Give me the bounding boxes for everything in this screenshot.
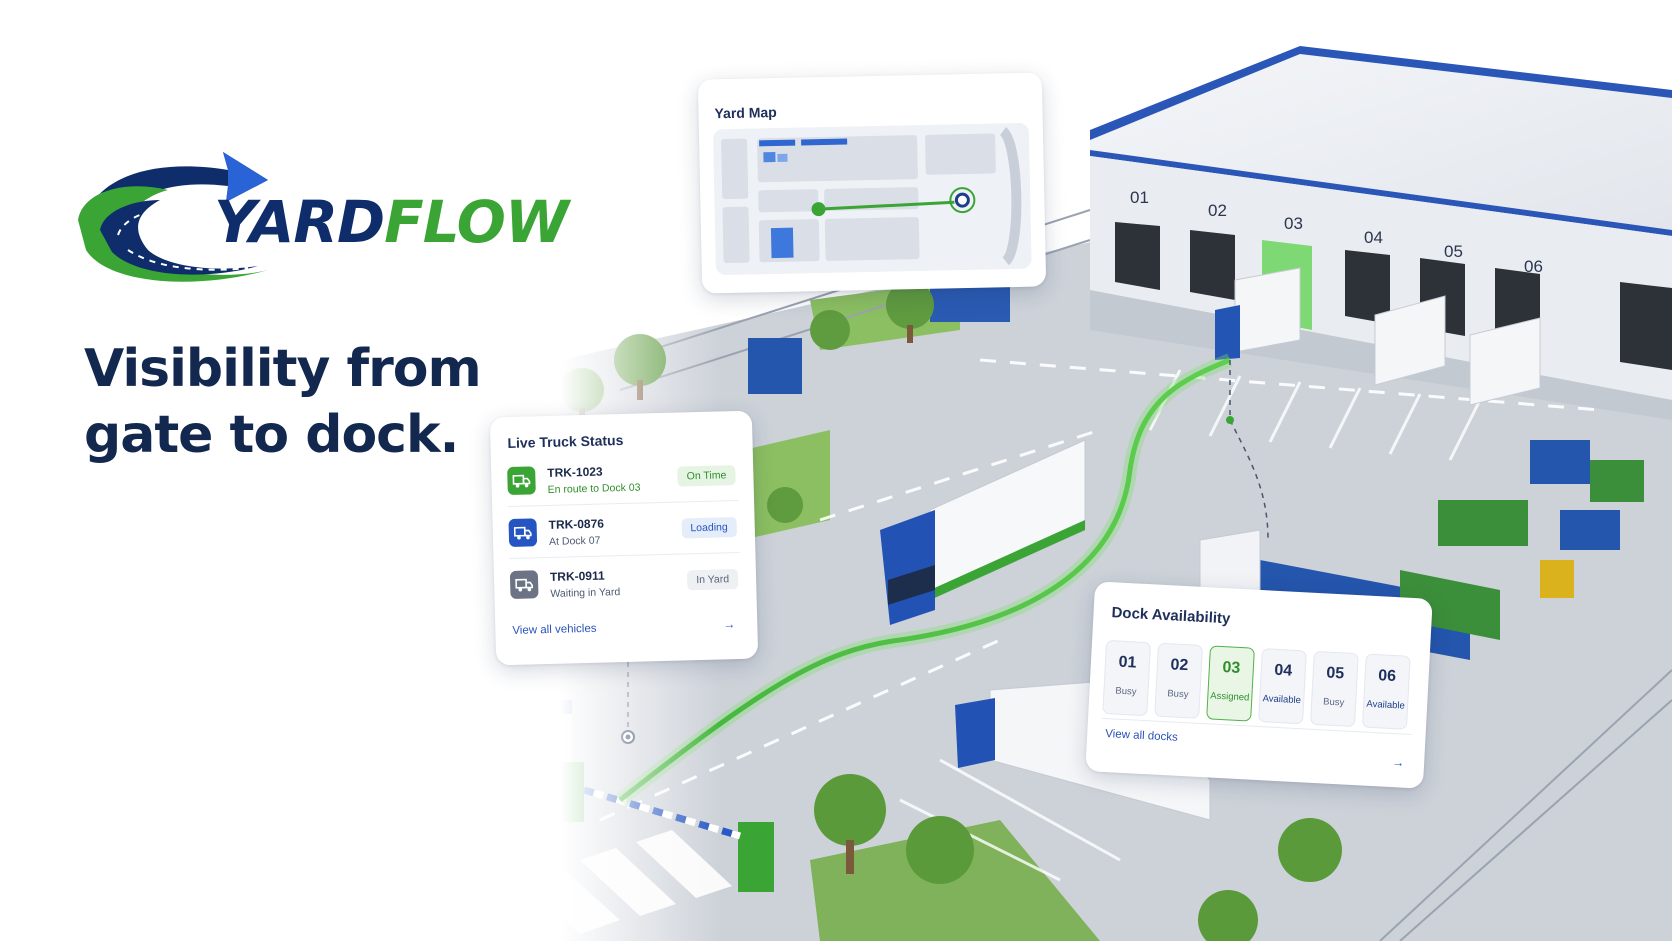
- dock-cell-06[interactable]: 06 Available: [1361, 653, 1411, 730]
- brand-word-yard: YARD: [214, 188, 385, 256]
- truck-icon: [507, 466, 536, 496]
- truck-icon: [509, 570, 539, 599]
- brand-word-flow: FLOW: [384, 188, 569, 256]
- dock-status: Busy: [1167, 688, 1189, 701]
- truck-location: At Dock 07: [548, 534, 601, 548]
- truck-row[interactable]: TRK-1023 En route to Dock 03 On Time: [507, 451, 739, 508]
- brand-wordmark: YARDFLOW: [214, 188, 569, 256]
- dock-number: 05: [1325, 664, 1345, 683]
- live-truck-status-title: Live Truck Status: [507, 431, 624, 452]
- yardflow-logo: YARDFLOW: [78, 140, 598, 290]
- dock-availability-title: Dock Availability: [1111, 604, 1231, 628]
- dock-cell-01[interactable]: 01 Busy: [1102, 639, 1152, 717]
- truck-id: TRK-1023: [547, 464, 603, 480]
- headline-line-1: Visibility from: [84, 339, 482, 399]
- dock-status: Available: [1366, 698, 1406, 712]
- dock-status: Assigned: [1210, 690, 1250, 704]
- dock-cell-05[interactable]: 05 Busy: [1309, 650, 1359, 728]
- dock-status: Busy: [1322, 696, 1345, 709]
- map-origin-marker: [811, 202, 826, 217]
- arrow-right-icon[interactable]: →: [1391, 755, 1405, 770]
- door-label-04: 04: [1364, 228, 1383, 247]
- truck-id: TRK-0911: [549, 568, 605, 584]
- dock-availability-card: Dock Availability 01 Busy 02 Busy 03 Ass…: [1085, 581, 1433, 789]
- map-destination-marker: [949, 187, 976, 214]
- truck-location: En route to Dock 03: [547, 481, 641, 496]
- dock-number: 02: [1170, 656, 1189, 675]
- docked-trucks: [1215, 267, 1541, 406]
- yard-map-card[interactable]: Yard Map: [697, 72, 1047, 294]
- truck-icon: [508, 518, 538, 548]
- headline-line-2: gate to dock.: [84, 405, 459, 465]
- dock-status: Available: [1262, 693, 1302, 707]
- status-badge: On Time: [677, 465, 736, 487]
- dock-number: 04: [1273, 661, 1293, 680]
- yard-map-title: Yard Map: [714, 103, 777, 122]
- truck-location: Waiting in Yard: [550, 586, 621, 600]
- main-truck: [880, 439, 1086, 625]
- truck-id: TRK-0876: [548, 516, 605, 532]
- status-badge: In Yard: [686, 569, 739, 591]
- dock-cell-03[interactable]: 03 Assigned: [1206, 645, 1255, 722]
- status-badge: Loading: [681, 517, 738, 539]
- road-arrow-icon: [78, 152, 268, 282]
- dock-status: Busy: [1115, 685, 1137, 698]
- door-label-05: 05: [1444, 242, 1463, 261]
- dock-number: 06: [1377, 667, 1397, 686]
- live-truck-status-card: Live Truck Status TRK-1023 En route to D…: [489, 410, 759, 666]
- truck-row[interactable]: TRK-0876 At Dock 07 Loading: [508, 503, 740, 560]
- arrow-right-icon[interactable]: →: [723, 617, 736, 632]
- view-all-docks-link[interactable]: View all docks: [1104, 728, 1179, 744]
- door-label-03: 03: [1284, 214, 1303, 233]
- headline: Visibility from gate to dock.: [84, 336, 504, 468]
- dock-cell-04[interactable]: 04 Available: [1258, 648, 1307, 725]
- truck-row[interactable]: TRK-0911 Waiting in Yard In Yard: [509, 555, 741, 611]
- view-all-vehicles-link[interactable]: View all vehicles: [512, 622, 597, 637]
- warehouse-roof: [1090, 46, 1672, 230]
- door-label-06: 06: [1524, 257, 1543, 276]
- dock-number: 01: [1118, 653, 1137, 672]
- dock-cell-02[interactable]: 02 Busy: [1154, 642, 1204, 719]
- yard-map-canvas[interactable]: [713, 122, 1032, 276]
- door-label-02: 02: [1208, 201, 1227, 220]
- dock-number: 03: [1222, 659, 1241, 677]
- door-label-01: 01: [1130, 188, 1149, 207]
